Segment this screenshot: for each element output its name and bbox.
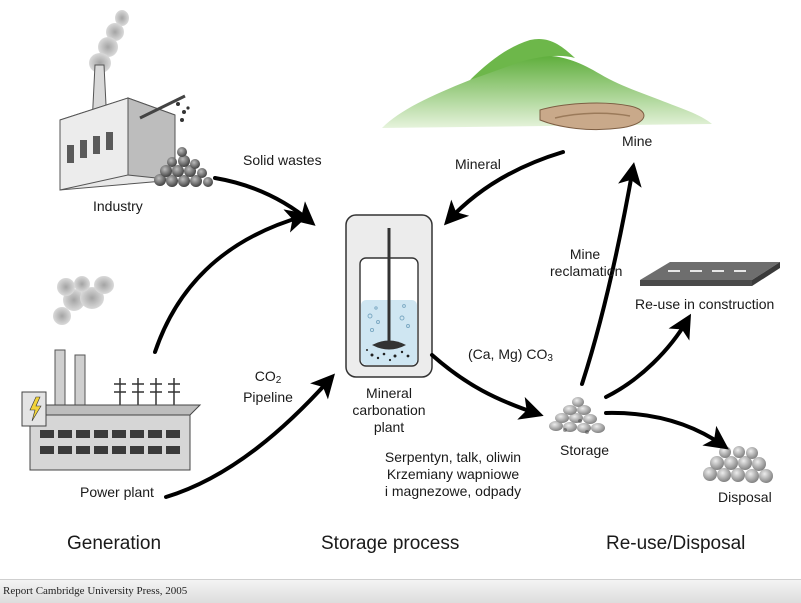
minerals-line-2: Krzemiany wapniowe (386, 466, 520, 482)
pipeline-label: Pipeline (243, 389, 293, 405)
minerals-label: Serpentyn, talk, oliwin Krzemiany wapnio… (368, 449, 538, 500)
caco3-text: (Ca, Mg) CO (468, 346, 548, 362)
plant-line-3: plant (373, 419, 405, 435)
mine-reclamation-line-1: Mine (569, 246, 601, 262)
section-reuse-disposal: Re-use/Disposal (606, 533, 746, 554)
minerals-line-3: i magnezowe, odpady (384, 483, 522, 499)
arrow-plant-to-storage (430, 353, 544, 420)
arrow-storage-to-mine (580, 162, 642, 386)
industry-label: Industry (93, 198, 143, 214)
mine-hill-icon (382, 38, 712, 131)
arrow-storage-to-disposal (604, 410, 729, 450)
power-plant-label: Power plant (80, 484, 154, 500)
caco3-label: (Ca, Mg) CO3 (468, 346, 553, 367)
carbonation-reactor-icon (345, 214, 433, 378)
storage-label: Storage (560, 442, 610, 458)
footer-bar: Report Cambridge University Press, 2005 (0, 579, 801, 603)
arrow-storage-to-construction (604, 313, 692, 399)
mine-reclamation-line-2: reclamation (550, 263, 623, 279)
plant-line-2: carbonation (352, 402, 426, 418)
disposal-label: Disposal (718, 489, 772, 505)
co2-label: CO2 (238, 368, 298, 389)
mineral-label: Mineral (455, 156, 501, 172)
arrow-powerplant-to-plant (153, 209, 310, 354)
co2-pipeline-label: CO2 Pipeline (238, 368, 298, 406)
co2-subscript: 2 (275, 375, 282, 386)
plant-label: Mineral carbonation plant (344, 385, 434, 436)
section-generation: Generation (67, 533, 162, 554)
arrow-mine-to-plant (443, 150, 565, 226)
mine-label: Mine (622, 133, 653, 149)
rock-pile-icon (549, 397, 605, 434)
disposal-rock-icon (703, 446, 773, 483)
power-plant-icon (21, 276, 202, 471)
footer-credit: Report Cambridge University Press, 2005 (3, 585, 188, 597)
plant-line-1: Mineral (366, 385, 412, 401)
mine-reclamation-label: Mine reclamation (550, 246, 623, 280)
co2-text: CO (254, 368, 276, 384)
flow-arrows (153, 150, 729, 499)
industry-factory-icon (59, 10, 213, 191)
road-slab-icon (640, 262, 780, 286)
reuse-construction-label: Re-use in construction (635, 296, 775, 312)
section-storage-process: Storage process (321, 533, 460, 554)
solid-wastes-label: Solid wastes (243, 152, 322, 168)
arrow-pipeline-to-plant (164, 373, 336, 499)
minerals-line-1: Serpentyn, talk, oliwin (384, 449, 522, 465)
arrow-industry-to-plant (213, 176, 316, 226)
caco3-subscript: 3 (547, 353, 553, 364)
